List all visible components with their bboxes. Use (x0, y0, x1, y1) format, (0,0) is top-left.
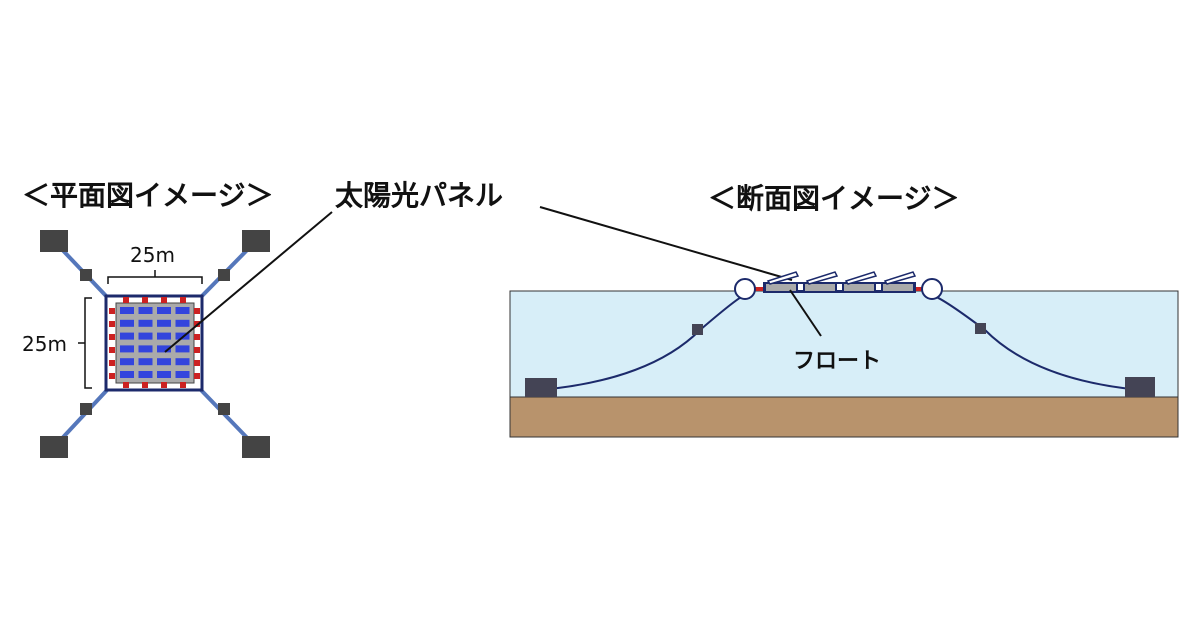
plan-title: ＜平面図イメージ＞ (22, 179, 273, 212)
height-label: 25m (22, 332, 67, 356)
anchor-block (242, 230, 270, 252)
float-label: フロート (793, 349, 881, 374)
solar-panel (138, 332, 153, 340)
sinker-weight (80, 269, 92, 281)
sinker-weight (692, 324, 703, 335)
solar-panel (175, 358, 190, 366)
solar-panel (138, 345, 153, 353)
buoy-right (921, 278, 943, 300)
float-connector (161, 382, 167, 388)
solar-panel (157, 319, 171, 327)
sinker-weight (218, 269, 230, 281)
float-connector (194, 360, 200, 366)
solar-panel (120, 371, 134, 378)
sinker-weight (975, 323, 986, 334)
float-connector (194, 347, 200, 353)
float-connector (161, 297, 167, 303)
solar-panel (120, 332, 134, 340)
float-module (805, 284, 835, 291)
anchor-block (525, 378, 557, 397)
float-joint (837, 284, 842, 290)
tilted-solar-panel (844, 271, 878, 285)
panel-leader-section (539, 206, 793, 281)
float-connector (180, 382, 186, 388)
float-connector (142, 382, 148, 388)
float-connector (142, 297, 148, 303)
float-leader (789, 289, 822, 337)
solar-panel-label: 太陽光パネル (335, 179, 503, 212)
solar-panel (138, 358, 153, 366)
solar-panel (157, 345, 171, 353)
anchor-block (40, 230, 68, 252)
solar-panel (157, 332, 171, 340)
tilted-solar-panel (805, 271, 839, 285)
solar-panel (138, 307, 153, 314)
mooring-line-right (933, 295, 1141, 391)
float-module (883, 284, 913, 291)
float-connector (123, 382, 129, 388)
width-bracket (107, 270, 203, 284)
solar-panels (120, 307, 190, 378)
solar-panel (175, 345, 190, 353)
width-label: 25m (130, 243, 175, 267)
solar-panel (157, 307, 171, 314)
anchor-block (242, 436, 270, 458)
solar-panel (120, 358, 134, 366)
solar-panel (120, 345, 134, 353)
anchor-block (40, 436, 68, 458)
tilted-solar-panel (883, 271, 917, 285)
float-joint (798, 284, 803, 290)
solar-panel (175, 371, 190, 378)
water (509, 290, 1179, 398)
float-module (766, 284, 796, 291)
plan-anchors (40, 230, 270, 458)
buoy-left (734, 278, 756, 300)
solar-panel (138, 371, 153, 378)
floats (766, 271, 917, 291)
float-connector (180, 297, 186, 303)
float-connector (123, 297, 129, 303)
section-title: ＜断面図イメージ＞ (708, 182, 959, 215)
float-connector (109, 321, 115, 327)
tilted-solar-panel (766, 271, 800, 285)
anchor-block (1125, 377, 1155, 397)
float-connector (109, 360, 115, 366)
solar-panel (120, 319, 134, 327)
section-view: フロート (509, 271, 1179, 438)
float-connector (194, 308, 200, 314)
float-connector (194, 373, 200, 379)
mooring-line-left (539, 295, 744, 391)
solar-panel (157, 358, 171, 366)
float-module (844, 284, 874, 291)
solar-panel (120, 307, 134, 314)
float-connector (109, 334, 115, 340)
seabed (509, 396, 1179, 438)
float-connector (109, 373, 115, 379)
sinker-weight (80, 403, 92, 415)
float-connector (194, 334, 200, 340)
float-connector (109, 308, 115, 314)
panel-leader-plan (164, 211, 333, 353)
solar-panel (157, 371, 171, 378)
solar-panel (175, 319, 190, 327)
height-bracket (78, 297, 92, 389)
float-joint (876, 284, 881, 290)
float-connector (109, 347, 115, 353)
panel-array (115, 302, 195, 384)
sinker-weight (218, 403, 230, 415)
plan-view: 25m 25m (22, 230, 270, 458)
solar-panel (138, 319, 153, 327)
solar-panel (175, 307, 190, 314)
